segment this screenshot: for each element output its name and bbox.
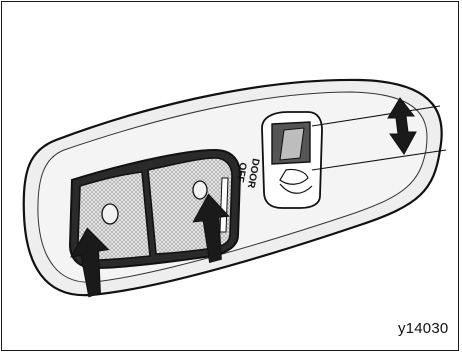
figure-code: y14030	[398, 320, 448, 337]
right-lens-dimple	[193, 181, 207, 199]
left-lens-dimple	[102, 204, 118, 224]
